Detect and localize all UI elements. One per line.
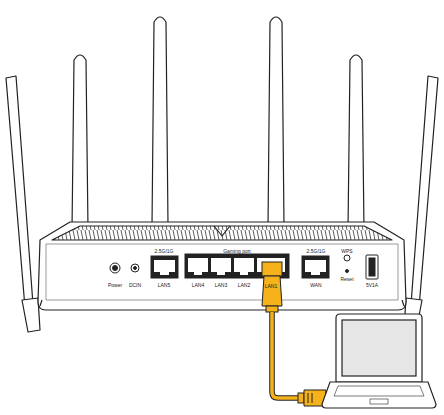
power-button: [110, 263, 120, 273]
ethernet-cable: [262, 262, 334, 406]
body-mark: [214, 226, 230, 236]
port-label: WAN: [310, 282, 321, 288]
lan-port: [151, 256, 178, 278]
port-label: DCIN: [129, 282, 141, 288]
reset-hole: [346, 270, 349, 273]
vent-grille: [52, 226, 392, 240]
port-label: Reset: [340, 276, 353, 282]
usb-port: [366, 255, 378, 279]
wps-button: [344, 255, 350, 261]
port-label: LAN4: [192, 282, 205, 288]
port-panel: [46, 244, 398, 300]
port-label: 2.5G/1G: [155, 248, 174, 254]
wan-port: [302, 256, 329, 278]
port-label: LAN3: [215, 282, 228, 288]
antenna: [72, 55, 88, 230]
antenna: [268, 17, 284, 226]
antenna: [6, 76, 34, 320]
port-label: 2.5G/1G: [307, 248, 326, 254]
lan-port-block: [185, 254, 289, 278]
router-body: [38, 222, 406, 310]
port-label: LAN2: [238, 282, 251, 288]
port-label: 5V1A: [366, 282, 378, 288]
port-label: Gaming port: [223, 248, 251, 254]
antenna: [410, 76, 438, 320]
antenna: [152, 17, 168, 226]
port-label: Power: [108, 282, 122, 288]
port-label: LAN1: [265, 283, 278, 289]
antenna: [348, 55, 364, 230]
port-label: WPS: [341, 248, 352, 254]
antenna-hinge: [22, 298, 40, 332]
port-label: LAN5: [158, 282, 171, 288]
dc-jack: [131, 264, 139, 272]
laptop: [322, 314, 436, 408]
